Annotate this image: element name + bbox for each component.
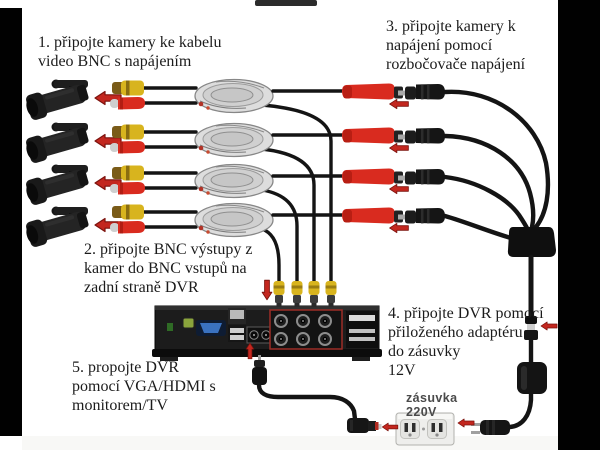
power-adapter-brick bbox=[517, 362, 547, 394]
splitter-arrow-4 bbox=[389, 222, 409, 234]
power-plug-male-2 bbox=[398, 128, 445, 144]
usb-ports bbox=[228, 325, 246, 342]
bottom-edge-strip bbox=[22, 436, 558, 450]
cable-coil-1 bbox=[194, 78, 274, 114]
coil-to-dvr-cable-4 bbox=[260, 227, 281, 284]
ac-plug bbox=[471, 420, 510, 435]
dc-elbow-plug bbox=[347, 418, 382, 433]
adapter-joint bbox=[524, 316, 538, 340]
vent-section bbox=[346, 311, 378, 348]
camera-3 bbox=[23, 164, 91, 207]
splitter-arrow-1 bbox=[389, 98, 409, 110]
splitter-arrow-3 bbox=[389, 183, 409, 195]
bnc-plugs-arrow bbox=[261, 279, 273, 301]
top-edge-artifact bbox=[255, 0, 317, 6]
camera-4 bbox=[23, 206, 91, 249]
power-plug-male-4 bbox=[398, 208, 445, 224]
brick-to-plug-cable bbox=[507, 391, 534, 430]
power-jack-female-1 bbox=[342, 83, 403, 100]
cable-coil-4 bbox=[194, 202, 274, 238]
cable-coil-2 bbox=[194, 122, 274, 158]
dvr-power-plug bbox=[252, 355, 267, 385]
power-jack-female-3 bbox=[342, 168, 403, 185]
splitter-branch-cable-2 bbox=[442, 133, 536, 230]
power-jack-female-2 bbox=[342, 127, 403, 144]
step-5-instruction: 5. propojte DVR pomocí VGA/HDMI s monito… bbox=[72, 359, 216, 414]
step-4-instruction: 4. připojte DVR pomocí přiloženého adapt… bbox=[388, 305, 544, 379]
dvr-power-cable bbox=[256, 382, 358, 422]
audio-connector bbox=[182, 317, 195, 329]
coil-to-dvr-cable-2 bbox=[260, 147, 316, 284]
coil-to-dvr-cable-1 bbox=[260, 103, 333, 284]
step-2-instruction: 2. připojte BNC výstupy z kamer do BNC v… bbox=[84, 241, 253, 296]
power-splitter-junction bbox=[507, 227, 556, 257]
power-plug-male-1 bbox=[398, 84, 445, 100]
bnc-plug-top-3 bbox=[291, 281, 303, 307]
right-letterbox-bar bbox=[558, 0, 600, 450]
dc-elbow-arrow bbox=[381, 422, 399, 432]
status-led bbox=[167, 323, 173, 331]
step-1-instruction: 1. připojte kamery ke kabelu video BNC s… bbox=[38, 34, 222, 70]
bnc-input-section bbox=[269, 309, 343, 350]
bnc-power-pigtail-1 bbox=[108, 78, 198, 112]
splitter-branch-cable-1 bbox=[442, 89, 551, 230]
bnc-plug-top-2 bbox=[308, 281, 320, 307]
power-jack-female-4 bbox=[342, 207, 403, 224]
bnc-plug-top-4 bbox=[273, 281, 285, 307]
outlet-label-zasuvka: zásuvka bbox=[406, 391, 458, 405]
camera-2 bbox=[23, 122, 91, 165]
bnc-power-pigtail-2 bbox=[108, 122, 198, 156]
dvr-rear-panel bbox=[152, 305, 382, 361]
camera-1 bbox=[23, 79, 91, 122]
power-plug-male-3 bbox=[398, 169, 445, 185]
outlet-label-voltage: 220V bbox=[406, 405, 437, 419]
splitter-branch-cable-4 bbox=[442, 213, 514, 241]
vga-port bbox=[196, 320, 226, 336]
bnc-power-pigtail-4 bbox=[108, 202, 198, 236]
bnc-power-pigtail-3 bbox=[108, 163, 198, 197]
coil-to-dvr-cable-3 bbox=[260, 188, 299, 284]
splitter-arrow-2 bbox=[389, 142, 409, 154]
left-letterbox-bar bbox=[0, 8, 22, 436]
cable-coil-3 bbox=[194, 163, 274, 199]
bnc-plug-top-1 bbox=[325, 281, 337, 307]
splitter-branch-cable-3 bbox=[442, 174, 531, 233]
wall-outlet bbox=[395, 412, 455, 446]
ethernet-port bbox=[228, 308, 246, 324]
step-3-instruction: 3. připojte kamery k napájení pomocí roz… bbox=[386, 18, 526, 73]
